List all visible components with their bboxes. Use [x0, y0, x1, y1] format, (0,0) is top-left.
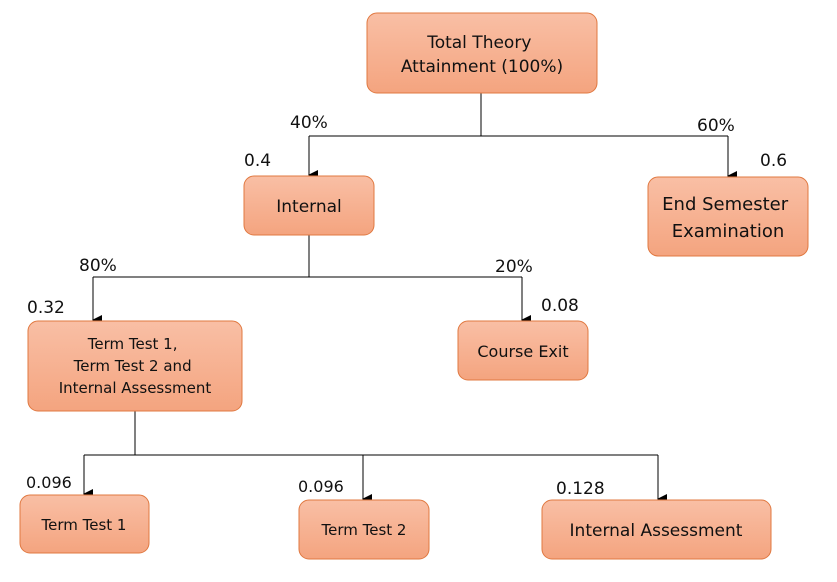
node-term-tests-and-internal-assessment: Term Test 1, Term Test 2 and Internal As…	[27, 320, 243, 412]
node-total-line-1: Total Theory	[426, 33, 531, 53]
node-total-line-2: Attainment (100%)	[401, 57, 563, 77]
svg-text:Course Exit: Course Exit	[477, 342, 568, 361]
node-end-sem-line-1: End Semester	[662, 194, 789, 215]
pct-internal-label: 40%	[290, 113, 328, 133]
node-tt-ia-line-3: Internal Assessment	[59, 379, 212, 397]
svg-text:Internal: Internal	[276, 197, 342, 217]
node-internal: Internal	[243, 175, 375, 236]
node-term-test-1: Term Test 1	[19, 494, 150, 554]
weight-internal-label: 0.4	[244, 151, 271, 171]
svg-text:Term Test 1: Term Test 1	[41, 516, 127, 534]
svg-text:Total Theory Attainment: Total Theory Attainment (100%)	[401, 33, 563, 77]
connectors	[83, 93, 737, 504]
node-term-test-2: Term Test 2	[298, 499, 430, 560]
svg-text:Internal Assessment: Internal Assessment	[570, 521, 743, 541]
node-tt-ia-line-2: Term Test 2 and	[73, 357, 192, 375]
weight-term-tests-label: 0.32	[27, 298, 65, 318]
weight-end-semester-label: 0.6	[760, 151, 787, 171]
weight-course-exit-label: 0.08	[541, 296, 579, 316]
node-internal-assessment: Internal Assessment	[541, 499, 772, 560]
node-tt-ia-line-1: Term Test 1,	[87, 335, 178, 353]
node-internal-label: Internal	[276, 197, 342, 217]
node-tt2-label: Term Test 2	[321, 521, 407, 539]
node-course-exit: Course Exit	[457, 320, 589, 381]
node-end-semester-examination: End Semester Examination	[647, 176, 809, 257]
node-ia-label: Internal Assessment	[570, 521, 743, 541]
pct-course-exit-label: 20%	[495, 257, 533, 277]
node-total-theory-attainment: Total Theory Attainment (100%)	[366, 12, 598, 94]
node-end-sem-line-2: Examination	[672, 221, 785, 242]
weight-term-test-1-label: 0.096	[26, 473, 72, 492]
svg-text:Term Test 1, Term Test 2: Term Test 1, Term Test 2 and Internal As…	[59, 335, 212, 397]
weight-term-test-2-label: 0.096	[298, 477, 344, 496]
svg-text:End Semester Examination: End Semester Examination	[662, 194, 794, 242]
pct-term-tests-label: 80%	[79, 256, 117, 276]
weight-internal-assessment-label: 0.128	[556, 479, 605, 499]
node-tt1-label: Term Test 1	[41, 516, 127, 534]
svg-text:Term Test 2: Term Test 2	[321, 521, 407, 539]
pct-end-semester-label: 60%	[697, 116, 735, 136]
node-course-exit-label: Course Exit	[477, 342, 568, 361]
